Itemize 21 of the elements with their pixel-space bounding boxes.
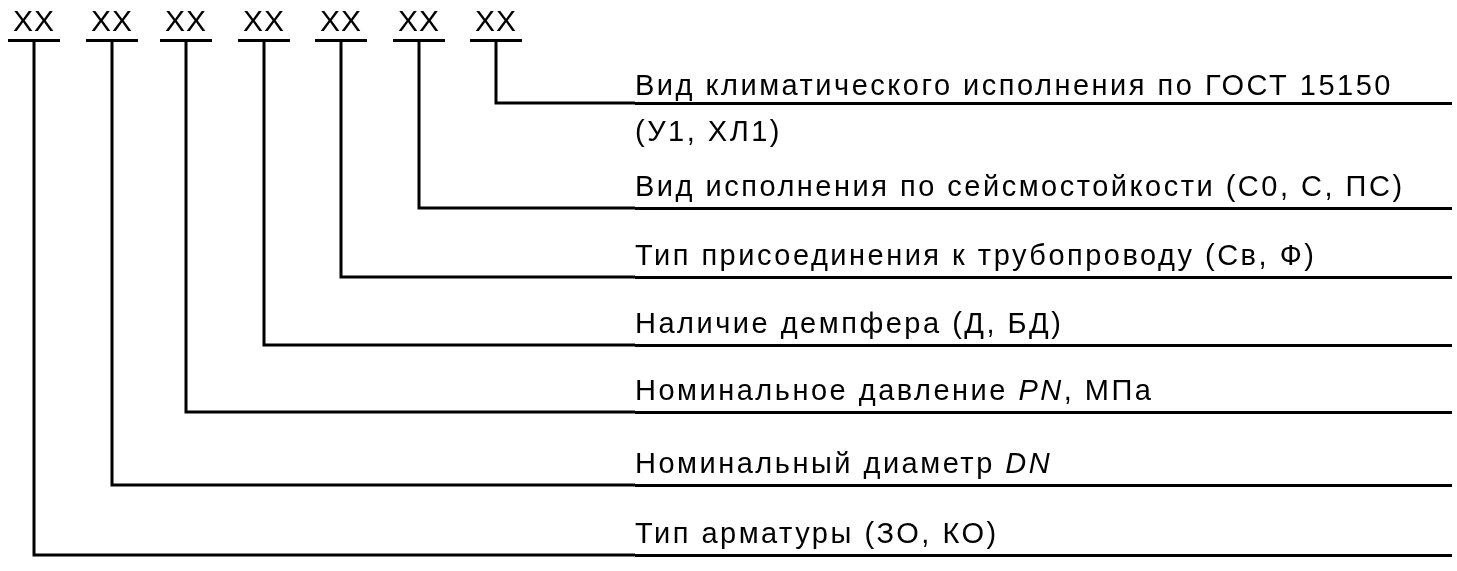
leader-line (417, 42, 635, 210)
leader-line (339, 42, 635, 279)
description-text: Номинальный диаметр DN (635, 443, 1452, 491)
description-text: Тип арматуры (ЗО, КО) (635, 513, 1452, 561)
code-position: XX (160, 4, 212, 42)
code-position: XX (8, 4, 60, 42)
leader-line (494, 42, 635, 105)
leader-line (262, 42, 635, 347)
description-text: Наличие демпфера (Д, БД) (635, 303, 1452, 351)
leader-line (110, 42, 635, 487)
description-text: Вид исполнения по сейсмостойкости (С0, С, ПС) (635, 166, 1452, 214)
code-position: XX (393, 4, 445, 42)
description-text: Вид климатического исполнения по ГОСТ 15150 (У1, ХЛ1) (635, 62, 1452, 154)
code-position: XX (86, 4, 138, 42)
description-text: Номинальное давление PN, МПа (635, 370, 1452, 418)
code-position: XX (238, 4, 290, 42)
leader-line (184, 42, 635, 414)
leader-line (32, 42, 635, 557)
code-position: XX (315, 4, 367, 42)
description-text: Тип присоединения к трубопроводу (Св, Ф) (635, 235, 1452, 283)
code-position: XX (470, 4, 522, 42)
